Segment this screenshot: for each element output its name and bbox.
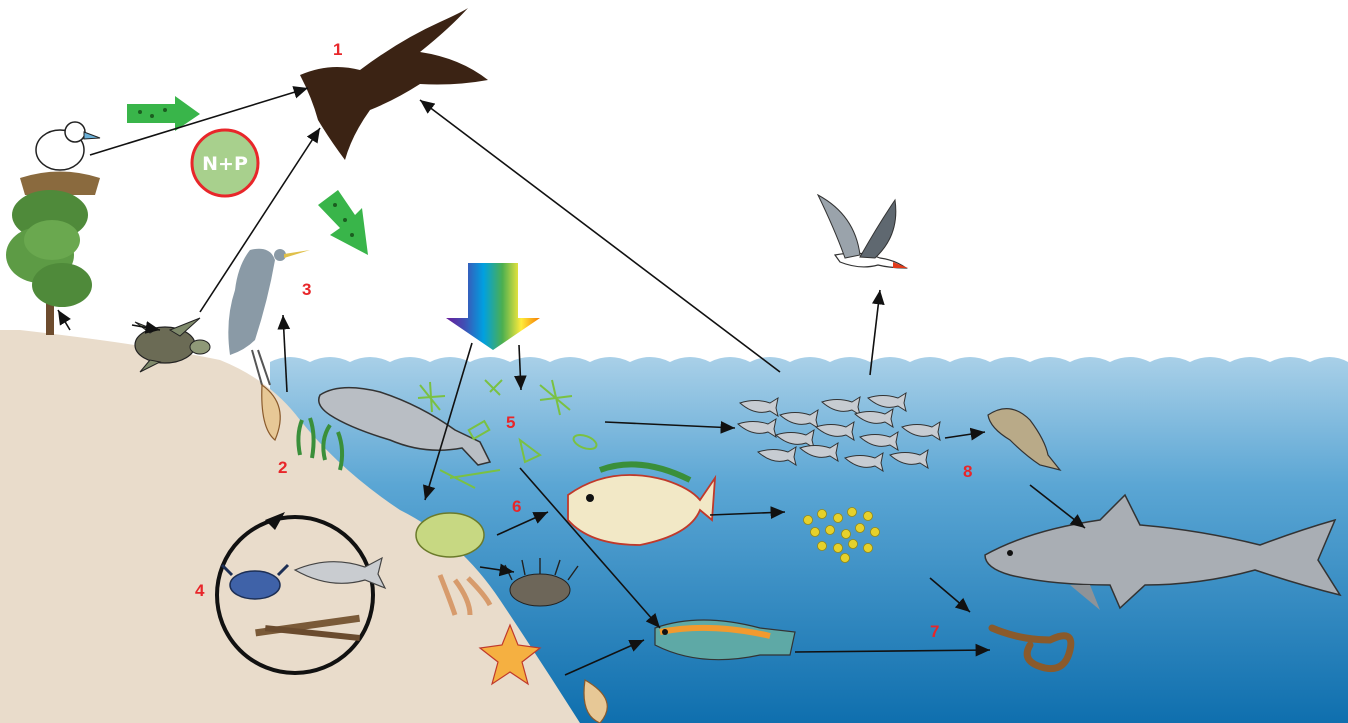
nutrient-arrow-icon [127,96,200,131]
label-6: 6 [512,497,521,516]
label-4: 4 [195,581,205,600]
label-8: 8 [963,462,972,481]
label-1: 1 [333,40,342,59]
tern-icon [818,195,908,268]
nutrient-badge-text: N+P [202,153,248,175]
label-7: 7 [930,622,939,641]
label-2: 2 [278,458,287,477]
label-3: 3 [302,280,311,299]
chick-on-nest-icon [20,122,100,195]
booby-bird-icon [300,8,488,160]
sunlight-spectrum-arrow-icon [446,263,540,350]
nutrient-arrow-icon [318,190,368,255]
mangrove-tree-icon [6,190,92,335]
label-5: 5 [506,413,515,432]
nutrient-badge: N+P [192,130,258,196]
